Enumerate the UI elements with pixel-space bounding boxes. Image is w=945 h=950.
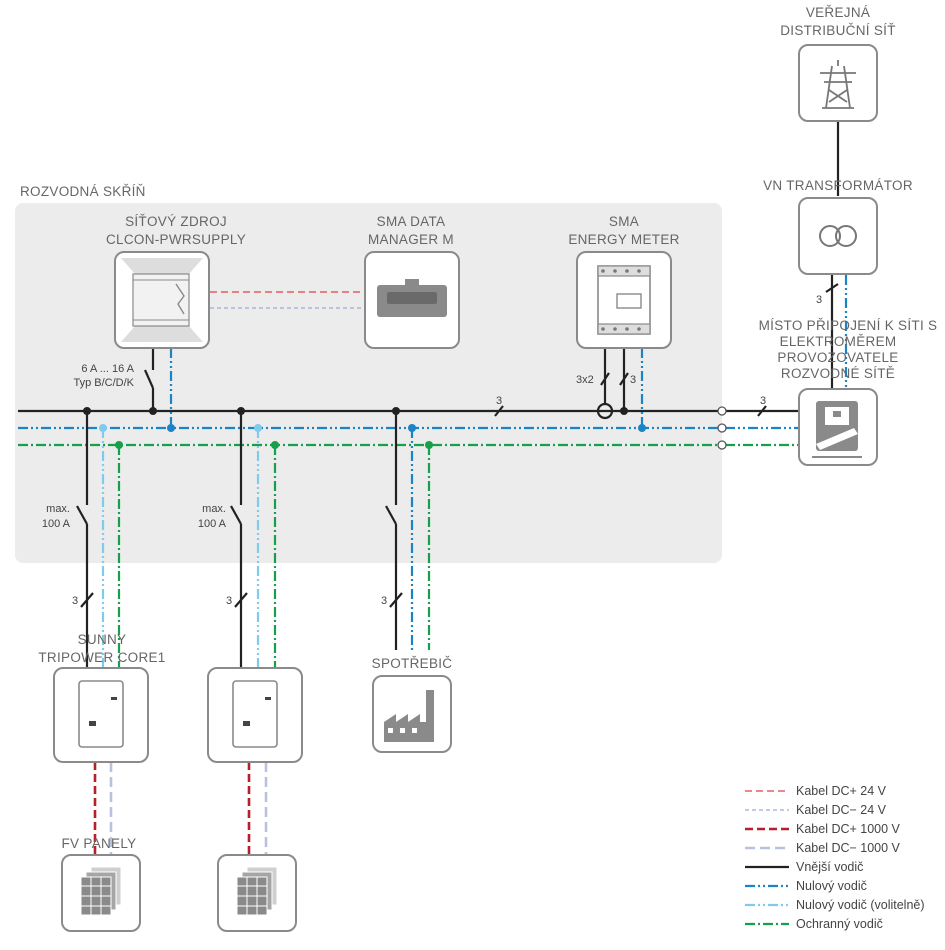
connection-label-2: ELEKTROMĚREM (780, 334, 897, 349)
transformer-icon (819, 225, 857, 247)
legend-item: Vnější vodič (796, 860, 863, 874)
pv-panel-icon (236, 866, 278, 916)
data-manager-icon (377, 279, 447, 317)
connection-label-4: ROZVODNÉ SÍTĚ (781, 366, 895, 381)
breaker-ps-type: Typ B/C/D/K (73, 377, 134, 389)
breaker-inv2-rating: 100 A (198, 518, 227, 530)
cabinet-label: ROZVODNÁ SKŘÍŇ (20, 184, 146, 199)
legend-item: Kabel DC+ 1000 V (796, 822, 901, 836)
meter-conductor-count-a: 3x2 (576, 374, 594, 386)
power-supply-label-1: SÍŤOVÝ ZDROJ (125, 214, 227, 229)
energy-meter-icon (597, 265, 651, 335)
meter-conductor-count-b: 3 (630, 374, 636, 386)
consumer-label: SPOTŘEBIČ (372, 656, 453, 671)
power-supply-label-2: CLCON-PWRSUPPLY (106, 232, 246, 247)
bus-conductor-count: 3 (496, 395, 502, 407)
inverter-label-2: TRIPOWER CORE1 (38, 650, 165, 665)
inv1-conductor-count: 3 (72, 595, 78, 607)
pv-label: FV PANELY (62, 836, 137, 851)
inv2-conductor-count: 3 (226, 595, 232, 607)
grid-meter-icon (812, 401, 862, 458)
power-supply-icon (121, 258, 203, 342)
transformer-conductor-count: 3 (816, 294, 822, 306)
inverter-icon (232, 680, 278, 748)
grid-conductor-count: 3 (760, 395, 766, 407)
transformer-label: VN TRANSFORMÁTOR (763, 178, 913, 193)
grid-label-1: VEŘEJNÁ (806, 5, 870, 20)
breaker-inv2-max: max. (202, 503, 226, 515)
energy-meter-label-1: SMA (609, 214, 639, 229)
inverter-icon (78, 680, 124, 748)
breaker-inv1-rating: 100 A (42, 518, 71, 530)
consumer-conductor-count: 3 (381, 595, 387, 607)
breaker-ps-rating: 6 A ... 16 A (81, 363, 134, 375)
legend-item: Ochranný vodič (796, 917, 883, 931)
transformer-box (798, 197, 878, 275)
inverter-label-1: SUNNY (78, 632, 127, 647)
grid-box (798, 44, 878, 122)
grid-label-2: DISTRIBUČNÍ SÍŤ (780, 23, 896, 38)
pylon-icon (820, 60, 856, 109)
connection-label-3: PROVOZOVATELE (777, 350, 898, 365)
breaker-inv1-max: max. (46, 503, 70, 515)
pv-panel-icon (80, 866, 122, 916)
data-manager-label-1: SMA DATA (377, 214, 446, 229)
connection-label-1: MÍSTO PŘIPOJENÍ K SÍTI S (759, 318, 938, 333)
legend-item: Kabel DC− 24 V (796, 803, 887, 817)
legend-item: Kabel DC+ 24 V (796, 784, 887, 798)
legend-item: Kabel DC− 1000 V (796, 841, 901, 855)
energy-meter-label-2: ENERGY METER (568, 232, 679, 247)
legend-item: Nulový vodič (796, 879, 867, 893)
factory-icon (384, 690, 434, 742)
legend-item: Nulový vodič (volitelně) (796, 898, 925, 912)
data-manager-label-2: MANAGER M (368, 232, 454, 247)
legend: Kabel DC+ 24 V Kabel DC− 24 V Kabel DC+ … (745, 784, 925, 931)
